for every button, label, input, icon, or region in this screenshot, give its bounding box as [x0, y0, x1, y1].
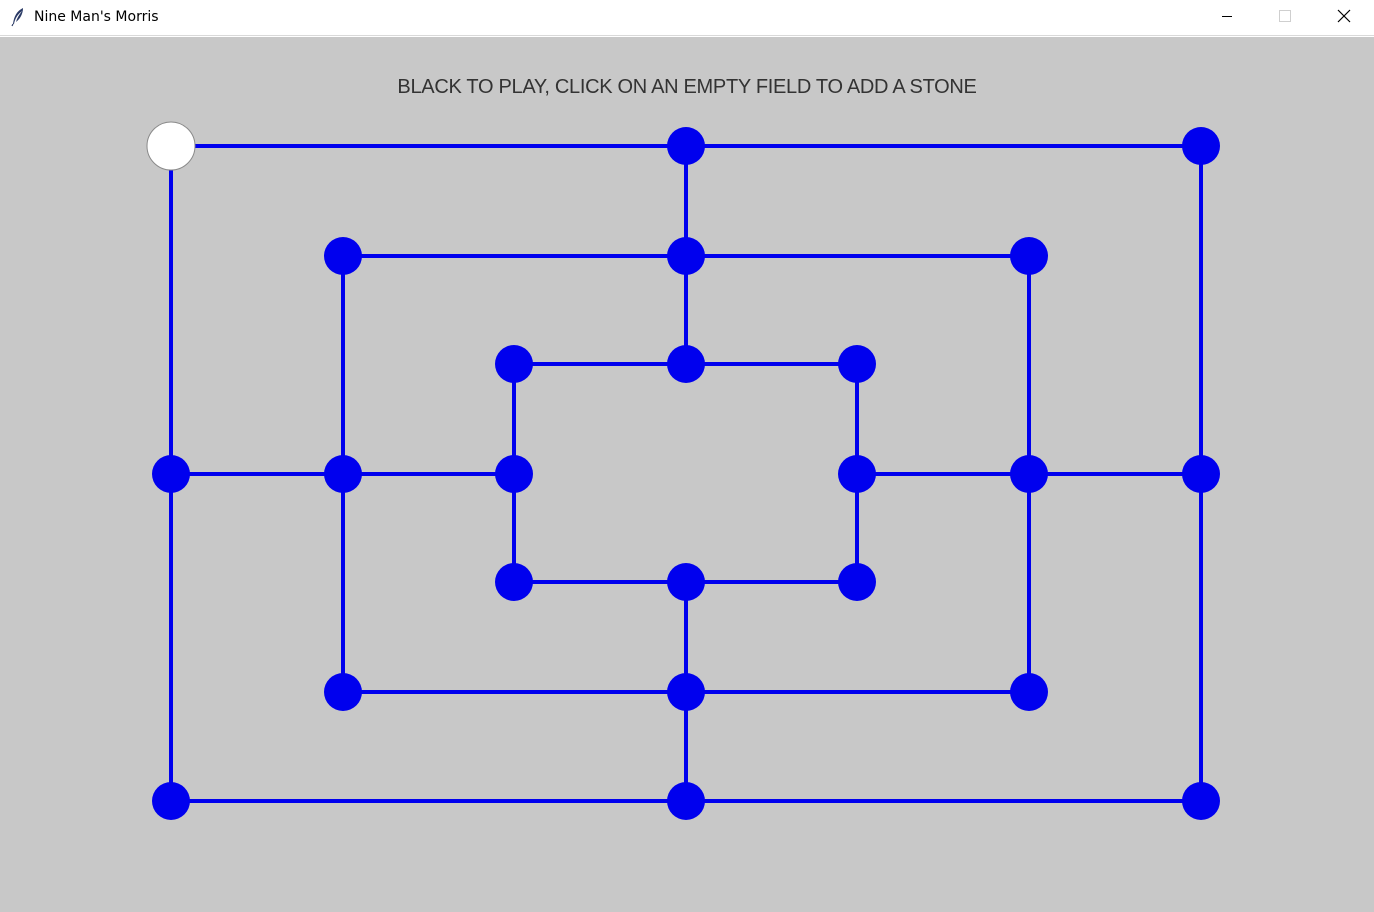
feather-icon: [10, 7, 26, 27]
empty-field-f4[interactable]: [1010, 455, 1048, 493]
empty-field-b4[interactable]: [324, 455, 362, 493]
status-message: BLACK TO PLAY, CLICK ON AN EMPTY FIELD T…: [397, 76, 977, 98]
empty-field-d3[interactable]: [667, 563, 705, 601]
title-bar[interactable]: Nine Man's Morris: [0, 0, 1374, 36]
empty-field-c3[interactable]: [495, 563, 533, 601]
maximize-button[interactable]: [1256, 0, 1314, 36]
empty-field-f6[interactable]: [1010, 237, 1048, 275]
empty-field-d5[interactable]: [667, 345, 705, 383]
empty-field-e5[interactable]: [838, 345, 876, 383]
empty-field-d7[interactable]: [667, 127, 705, 165]
empty-field-d2[interactable]: [667, 673, 705, 711]
board-points: [146, 121, 1220, 820]
empty-field-a4[interactable]: [152, 455, 190, 493]
maximize-icon: [1279, 9, 1291, 27]
empty-field-g7[interactable]: [1182, 127, 1220, 165]
window-title: Nine Man's Morris: [34, 9, 159, 25]
empty-field-e3[interactable]: [838, 563, 876, 601]
close-icon: [1337, 9, 1351, 28]
minimize-icon: [1221, 9, 1233, 27]
empty-field-a1[interactable]: [152, 782, 190, 820]
empty-field-c4[interactable]: [495, 455, 533, 493]
empty-field-g4[interactable]: [1182, 455, 1220, 493]
empty-field-d1[interactable]: [667, 782, 705, 820]
empty-field-b6[interactable]: [324, 237, 362, 275]
empty-field-g1[interactable]: [1182, 782, 1220, 820]
empty-field-f2[interactable]: [1010, 673, 1048, 711]
empty-field-d6[interactable]: [667, 237, 705, 275]
morris-board: [146, 121, 1220, 820]
white-stone-a7[interactable]: [146, 121, 196, 171]
close-button[interactable]: [1314, 0, 1374, 36]
minimize-button[interactable]: [1198, 0, 1256, 36]
empty-field-c5[interactable]: [495, 345, 533, 383]
empty-field-e4[interactable]: [838, 455, 876, 493]
empty-field-b2[interactable]: [324, 673, 362, 711]
